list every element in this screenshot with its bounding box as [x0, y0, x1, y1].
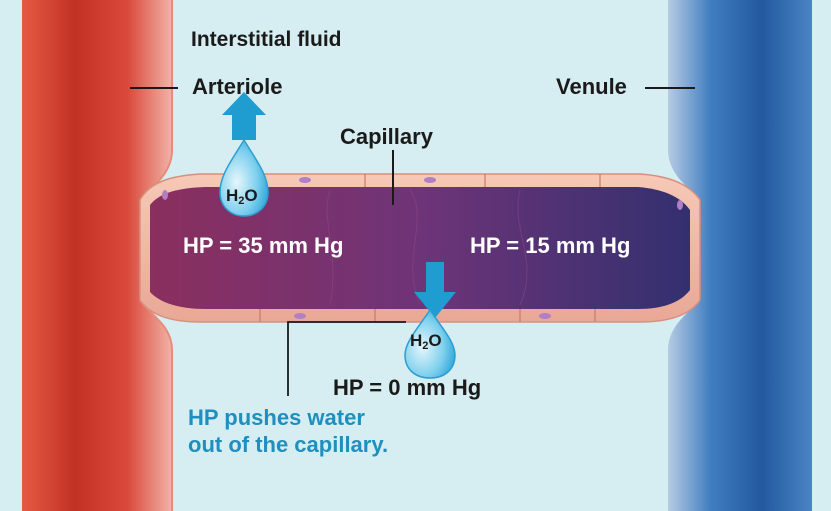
- note-line-1: HP pushes water: [188, 405, 365, 430]
- arteriole-vessel: [22, 0, 172, 511]
- label-capillary: Capillary: [340, 124, 433, 149]
- venule-vessel: [668, 0, 812, 511]
- label-leader-lines: [130, 87, 695, 205]
- water-subscript: 2: [238, 195, 245, 207]
- endothelial-nuclei: [162, 177, 683, 319]
- label-venule: Venule: [556, 74, 627, 99]
- label-hp-arterial-end: HP = 35 mm Hg: [183, 233, 344, 258]
- water-o: O: [244, 186, 258, 205]
- water-label-interstitial: H2O: [410, 331, 442, 352]
- capillary-lumen: [150, 187, 690, 309]
- label-arteriole: Arteriole: [192, 74, 283, 99]
- water-label-arterial: H2O: [226, 186, 258, 207]
- water-drop-icon: [404, 308, 456, 379]
- lumen-cell-pattern: [326, 189, 528, 306]
- note-leader-line: [287, 321, 406, 396]
- label-hp-interstitial: HP = 0 mm Hg: [333, 375, 482, 400]
- water-drop-icon: [219, 138, 269, 217]
- water-subscript: 2: [422, 340, 429, 352]
- water-out-arrow-icon: [222, 92, 266, 140]
- water-h: H: [410, 331, 423, 350]
- note-line-2: out of the capillary.: [188, 432, 389, 457]
- label-hp-venous-end: HP = 15 mm Hg: [470, 233, 631, 258]
- label-interstitial-fluid: Interstitial fluid: [191, 28, 342, 51]
- water-down-arrow-icon: [414, 262, 456, 318]
- explanation-note: HP pushes water out of the capillary.: [188, 404, 438, 458]
- water-o: O: [428, 331, 442, 350]
- water-h: H: [226, 186, 239, 205]
